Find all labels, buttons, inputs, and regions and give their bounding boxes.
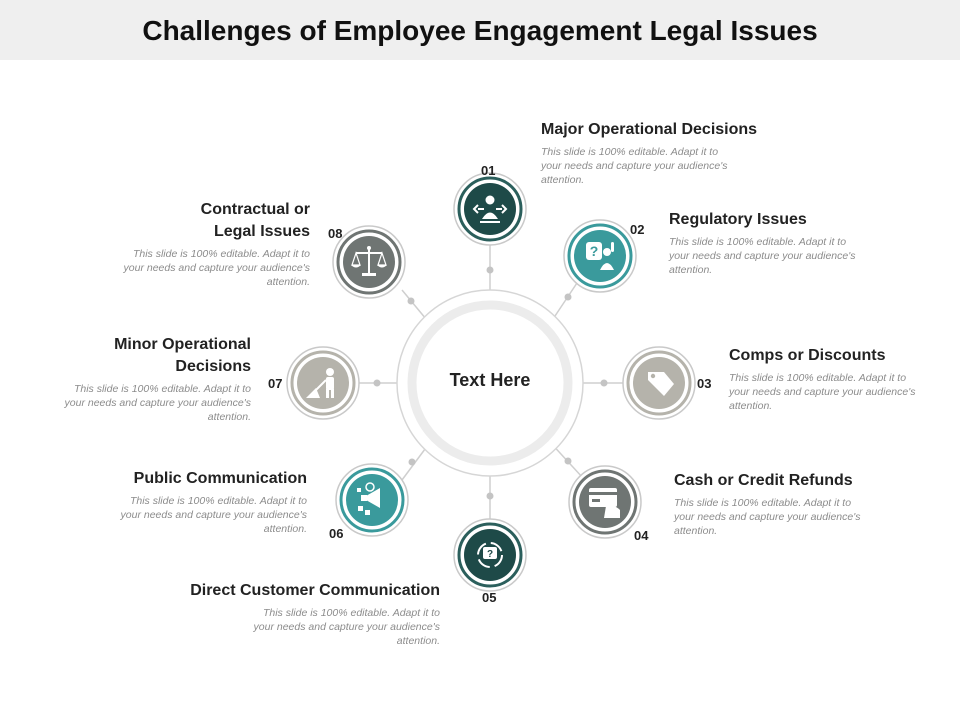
item-03: Comps or Discounts This slide is 100% ed… <box>729 345 929 413</box>
megaphone-icon <box>357 482 380 515</box>
node-number-04: 04 <box>634 528 649 543</box>
item-06: Public Communication This slide is 100% … <box>60 468 307 536</box>
svg-text:?: ? <box>487 549 493 560</box>
svg-text:?: ? <box>590 243 599 259</box>
spoke-dot <box>564 293 572 301</box>
node-number-08: 08 <box>328 226 343 241</box>
item-heading: Major Operational Decisions <box>541 121 758 138</box>
spoke-dot <box>600 379 608 387</box>
item-description: This slide is 100% editable. Adapt it to… <box>120 495 307 535</box>
node-number-07: 07 <box>268 376 283 391</box>
item-08: Contractual or Legal Issues This slide i… <box>120 199 310 289</box>
node-04 <box>568 465 642 539</box>
item-heading: Cash or Credit Refunds <box>674 472 853 489</box>
item-heading: Direct Customer Communication <box>190 582 440 599</box>
item-description: This slide is 100% editable. Adapt it to… <box>64 383 251 423</box>
spoke-dot <box>564 457 572 465</box>
spoke-dot <box>486 266 494 274</box>
node-06 <box>335 463 409 537</box>
node-08 <box>332 225 406 299</box>
center-label: Text Here <box>449 370 531 390</box>
hub-inner-ring <box>407 300 573 466</box>
item-description: This slide is 100% editable. Adapt it to… <box>729 372 916 412</box>
spoke-dot <box>408 458 416 466</box>
item-07: Minor Operational Decisions This slide i… <box>40 334 251 424</box>
item-heading: Contractual or Legal Issues <box>200 201 310 240</box>
node-number-01: 01 <box>481 163 496 178</box>
item-description: This slide is 100% editable. Adapt it to… <box>674 497 861 537</box>
node-03 <box>622 346 696 420</box>
scales-icon <box>351 246 387 276</box>
item-heading: Regulatory Issues <box>669 211 807 228</box>
node-number-02: 02 <box>630 222 645 237</box>
node-number-06: 06 <box>329 526 344 541</box>
item-02: Regulatory Issues This slide is 100% edi… <box>669 209 869 277</box>
spoke-dots <box>373 266 608 500</box>
spoke-dot <box>407 297 415 305</box>
page-title: Challenges of Employee Engagement Legal … <box>142 15 818 46</box>
item-description: This slide is 100% editable. Adapt it to… <box>123 248 310 288</box>
chat-cycle-icon: ? <box>477 542 503 568</box>
node-01 <box>453 172 527 246</box>
worker-icon <box>306 368 334 398</box>
spoke-dot <box>486 492 494 500</box>
credit-card-icon <box>589 488 620 518</box>
node-02: ? <box>563 219 637 293</box>
spoke-dot <box>373 379 381 387</box>
item-description: This slide is 100% editable. Adapt it to… <box>669 236 856 276</box>
node-07 <box>286 346 360 420</box>
node-05: ? <box>453 518 527 592</box>
item-heading: Comps or Discounts <box>729 347 886 364</box>
question-person-icon: ? <box>586 242 614 270</box>
decision-icon <box>472 195 508 223</box>
item-01: Major Operational Decisions This slide i… <box>541 119 811 187</box>
item-description: This slide is 100% editable. Adapt it to… <box>541 146 728 186</box>
item-heading: Minor Operational Decisions <box>114 336 251 375</box>
node-number-05: 05 <box>482 590 497 605</box>
item-heading: Public Communication <box>133 470 307 487</box>
item-description: This slide is 100% editable. Adapt it to… <box>253 607 440 647</box>
item-05: Direct Customer Communication This slide… <box>140 580 440 648</box>
item-04: Cash or Credit Refunds This slide is 100… <box>674 470 894 538</box>
node-number-03: 03 <box>697 376 712 391</box>
title-bar <box>0 0 960 60</box>
price-tag-icon <box>648 372 674 396</box>
